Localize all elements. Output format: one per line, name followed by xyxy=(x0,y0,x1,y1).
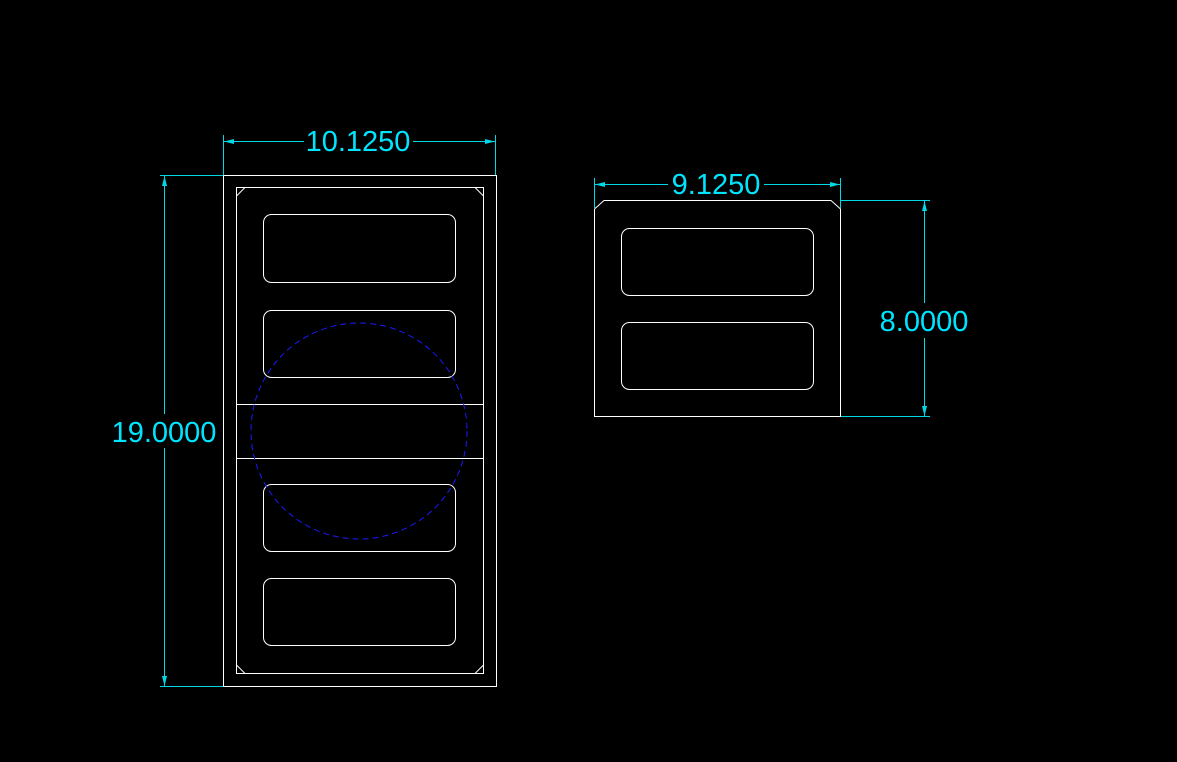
right-height-dimension-text[interactable]: 8.0000 xyxy=(880,306,969,338)
right-width-dimension-text[interactable]: 9.1250 xyxy=(672,169,761,201)
left-part-slot-2[interactable] xyxy=(263,310,456,378)
right-part-slot-1[interactable] xyxy=(621,228,814,296)
left-height-dimension[interactable]: 19.0000 xyxy=(112,175,223,687)
left-part-slot-3[interactable] xyxy=(263,484,456,552)
left-part-inner-border[interactable] xyxy=(236,187,484,674)
right-height-arrow-bottom xyxy=(922,406,927,416)
left-width-arrow-right xyxy=(485,139,495,144)
right-width-arrow-right xyxy=(830,182,840,187)
left-part[interactable] xyxy=(223,175,497,687)
left-part-hidden-circle[interactable] xyxy=(250,322,468,540)
left-height-arrow-top xyxy=(162,176,167,186)
left-height-arrow-bottom xyxy=(162,676,167,686)
right-part-slot-2[interactable] xyxy=(621,322,814,390)
left-height-dimension-text[interactable]: 19.0000 xyxy=(112,417,217,449)
right-width-dimension[interactable]: 9.1250 xyxy=(594,169,841,208)
right-height-arrow-top xyxy=(922,201,927,211)
left-part-chamfer-bottom-left xyxy=(236,664,246,674)
left-part-outer-border[interactable] xyxy=(223,175,497,687)
right-width-arrow-left xyxy=(595,182,605,187)
left-width-dimension[interactable]: 10.1250 xyxy=(223,126,496,175)
left-width-dimension-text[interactable]: 10.1250 xyxy=(306,126,411,158)
left-width-arrow-left xyxy=(224,139,234,144)
right-part[interactable] xyxy=(594,200,841,417)
left-part-chamfer-bottom-right xyxy=(474,664,484,674)
right-part-outline[interactable] xyxy=(594,200,841,417)
left-part-slot-4[interactable] xyxy=(263,578,456,646)
right-height-dimension[interactable]: 8.0000 xyxy=(841,200,969,417)
left-part-chamfer-top-left xyxy=(236,187,246,197)
left-part-chamfer-top-right xyxy=(474,187,484,197)
left-part-slot-1[interactable] xyxy=(263,214,456,283)
